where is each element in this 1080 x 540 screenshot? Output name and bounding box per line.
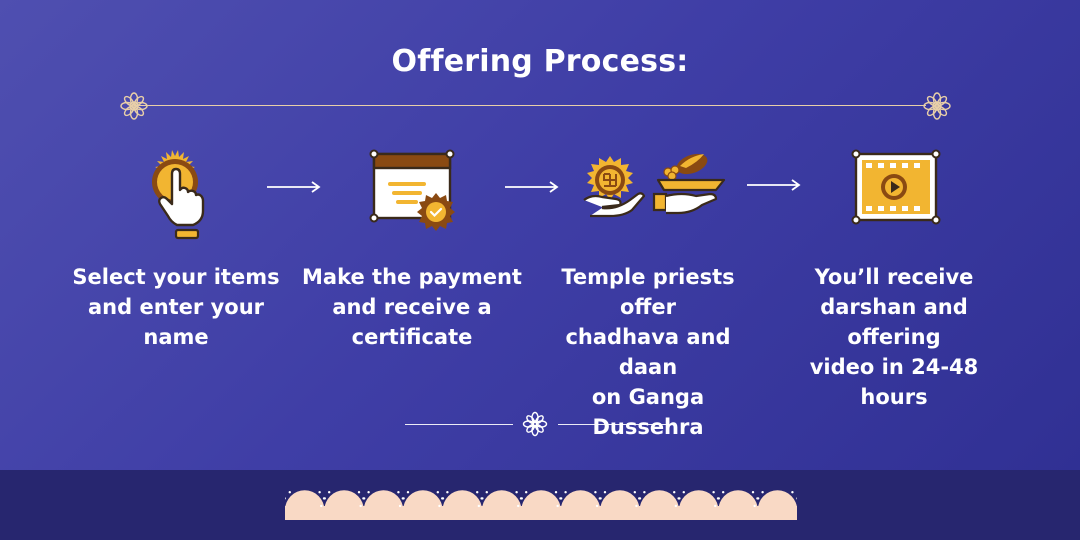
scallop-dot [401,497,405,500]
scallop-dot [480,497,483,500]
certificate-icon [369,149,455,231]
scallop-dot [554,491,558,494]
scallop-dot [751,491,755,494]
scallop-dot [327,491,331,494]
scallop-dot [556,504,559,508]
right-rosette-icon [923,92,951,120]
page-title: Offering Process: [391,44,689,79]
scallop-dot [485,491,488,494]
scallop-dot [761,491,764,494]
arrow-right-icon [267,181,321,193]
scallop-dot [288,491,291,494]
scallop-dot [524,491,528,494]
scallop-dot [406,491,410,494]
scallop [639,490,679,520]
scallop-dot [436,491,440,494]
scallop [482,490,522,520]
decorative-rule [134,105,926,106]
center-flower-icon [522,411,548,437]
scallop-dot [638,497,641,500]
scallop-dot [603,491,607,494]
scallop-dot [476,491,479,494]
scallop-dot [446,491,449,494]
scallop-dot [362,497,365,500]
scallop-dot [398,504,402,508]
scallop-dot [633,491,637,494]
scallop-dot [673,491,676,494]
scallop [757,490,797,520]
scallop [285,490,325,520]
scallop-dot [285,497,286,500]
scallop [442,490,482,520]
arrow-right-icon [747,179,801,191]
step-2-description: Make the payment and receive a certifica… [302,265,522,349]
arrow-right-icon [505,181,559,193]
scallop-dot [753,504,756,508]
step-4-description: You’ll receive darshan and offering vide… [809,265,979,409]
divider-line-right [558,424,666,425]
offering-hands-icon [583,153,726,218]
scallop-dot [322,497,326,500]
scallop-dot [441,497,444,500]
scallop [600,490,640,520]
scallop-dot [643,491,646,494]
scallop [521,490,561,520]
scallop [324,490,364,520]
video-play-icon [851,149,941,225]
scallop-dot [714,504,717,508]
scallop-dot [756,497,759,500]
step-3-description: Temple priests offer chadhava and daan o… [561,265,735,439]
scallop-dot [367,491,370,494]
scallop-dot [559,497,562,500]
scallop-dot [716,497,720,500]
scallop-dot [438,504,441,508]
scalloped-border [285,490,797,520]
scallop-dot [682,491,685,494]
divider-line-left [405,424,513,425]
scallop [403,490,443,520]
scallop-dot [791,491,794,494]
scallop-dot [318,491,321,494]
scallop-dot [677,497,680,500]
scallop [363,490,404,520]
scallop-dot [397,491,400,494]
scallop-dot [477,504,481,508]
scallop-dot [674,504,678,508]
scallop-dot [359,504,362,508]
scallop-dot [517,504,520,508]
scallop-dot [595,504,599,508]
scallop [679,490,719,520]
scallop-dot [598,497,602,500]
scallop-dot [721,491,725,494]
scallop-dot [357,491,361,494]
scallop-dot [796,497,797,500]
step-1-description: Select your items and enter your name [72,265,280,349]
scallop-dot [564,491,567,494]
tap-hand-icon [152,150,205,240]
left-rosette-icon [120,92,148,120]
scallop-dot [594,491,597,494]
scallop-dot [712,491,715,494]
scallop-dot [515,491,518,494]
scallop [718,490,758,520]
scallop-dot [320,504,323,508]
scallop [560,490,601,520]
scallop-dot [635,504,638,508]
scallop-dot [519,497,523,500]
